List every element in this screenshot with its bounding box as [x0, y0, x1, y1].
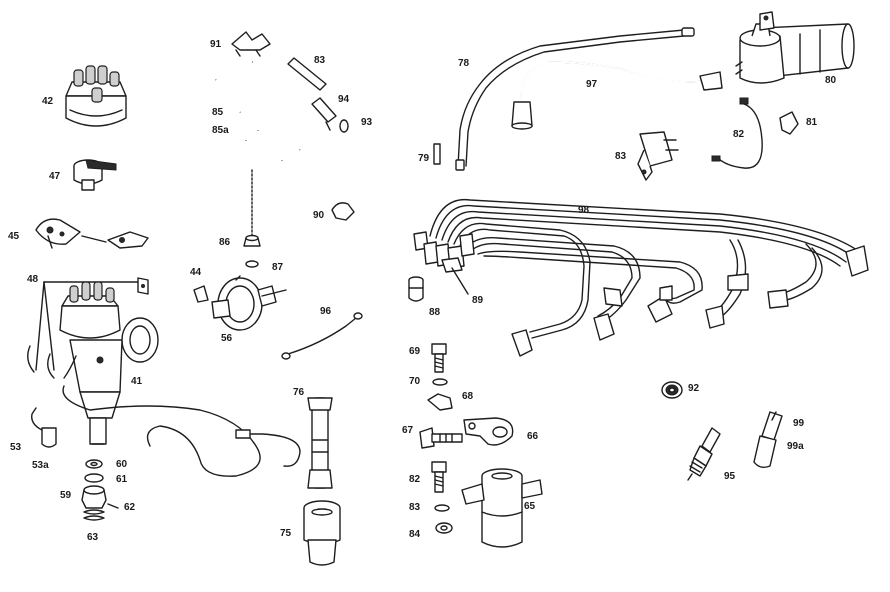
label-67: 67	[402, 425, 414, 436]
label-93: 93	[361, 117, 373, 128]
part-44	[193, 285, 209, 303]
label-86: 86	[219, 237, 231, 248]
spark-plug-95	[687, 427, 721, 481]
label-81: 81	[806, 117, 818, 128]
label-82-lower: 82	[409, 474, 421, 485]
label-60: 60	[116, 459, 128, 470]
ht-lead-97	[511, 61, 723, 130]
label-91: 91	[210, 39, 222, 50]
condenser-53	[31, 407, 57, 448]
label-89: 89	[472, 295, 484, 306]
label-53a: 53a	[32, 460, 49, 471]
label-83: 83	[314, 55, 326, 66]
label-76: 76	[293, 387, 305, 398]
label-99a: 99a	[787, 441, 804, 452]
valve-94	[311, 97, 337, 131]
label-83-resistor: 83	[615, 151, 627, 162]
vacuum-hose-85	[213, 59, 325, 237]
washer-70	[432, 378, 448, 386]
label-96: 96	[320, 306, 332, 317]
pin-83	[287, 57, 327, 91]
label-56: 56	[221, 333, 233, 344]
label-97: 97	[586, 79, 598, 90]
label-68: 68	[462, 391, 474, 402]
washer-87	[245, 260, 259, 268]
label-69: 69	[409, 346, 421, 357]
lead-82-upper	[711, 97, 763, 169]
grommet-92	[661, 381, 683, 399]
ground-lead-96	[281, 312, 363, 360]
label-88: 88	[429, 307, 441, 318]
cap-75	[303, 500, 341, 566]
vacuum-advance-56	[211, 275, 287, 331]
drive-shaft-76	[307, 397, 333, 489]
low-tension-lead	[62, 385, 261, 477]
label-53: 53	[10, 442, 22, 453]
housing-65	[461, 468, 543, 548]
label-59: 59	[60, 490, 72, 501]
label-87: 87	[272, 262, 284, 273]
plug-cap-99	[753, 411, 783, 469]
drive-parts-59-63	[81, 459, 119, 521]
breaker-points-45	[35, 218, 149, 249]
label-45: 45	[8, 231, 20, 242]
hose-clip-91	[231, 31, 271, 57]
label-85: 85	[212, 107, 224, 118]
label-78: 78	[458, 58, 470, 69]
label-62: 62	[124, 502, 136, 513]
washer-93	[339, 119, 349, 133]
label-44: 44	[190, 267, 202, 278]
label-66: 66	[527, 431, 539, 442]
label-61: 61	[116, 474, 128, 485]
boot-88	[408, 276, 424, 302]
label-75: 75	[280, 528, 292, 539]
distributor-41	[59, 281, 159, 445]
cable-78	[455, 27, 695, 171]
label-65: 65	[524, 501, 536, 512]
label-42: 42	[42, 96, 54, 107]
label-92: 92	[688, 383, 700, 394]
label-83-lower: 83	[409, 502, 421, 513]
label-82-upper: 82	[733, 129, 745, 140]
label-47: 47	[49, 171, 61, 182]
label-98: 98	[578, 205, 590, 216]
resistor-83	[637, 131, 679, 181]
label-84: 84	[409, 529, 421, 540]
rotor-47	[73, 159, 117, 191]
label-48: 48	[27, 274, 39, 285]
washer-83	[434, 504, 450, 512]
coil-lead	[235, 433, 301, 467]
label-99: 99	[793, 418, 805, 429]
bolt-69	[431, 343, 447, 373]
ignition-coil-80	[735, 11, 855, 84]
label-94: 94	[338, 94, 350, 105]
label-95: 95	[724, 471, 736, 482]
label-79: 79	[418, 153, 430, 164]
connectors-89	[413, 231, 475, 295]
label-90: 90	[313, 210, 325, 221]
clip-90	[331, 202, 355, 221]
clip-68	[427, 393, 453, 411]
nut-86	[243, 234, 261, 247]
label-80: 80	[825, 75, 837, 86]
plug-leads-98	[429, 198, 869, 357]
label-85a: 85a	[212, 125, 229, 136]
sleeve-79	[433, 143, 441, 165]
distributor-cap-42	[65, 65, 127, 127]
label-70: 70	[409, 376, 421, 387]
label-41: 41	[131, 376, 143, 387]
terminal-81	[779, 111, 799, 135]
label-63: 63	[87, 532, 99, 543]
bracket-66	[463, 417, 514, 446]
nut-84	[435, 522, 453, 534]
bolt-82	[431, 461, 447, 493]
bolt-67	[419, 427, 463, 449]
leader-48	[27, 277, 149, 379]
